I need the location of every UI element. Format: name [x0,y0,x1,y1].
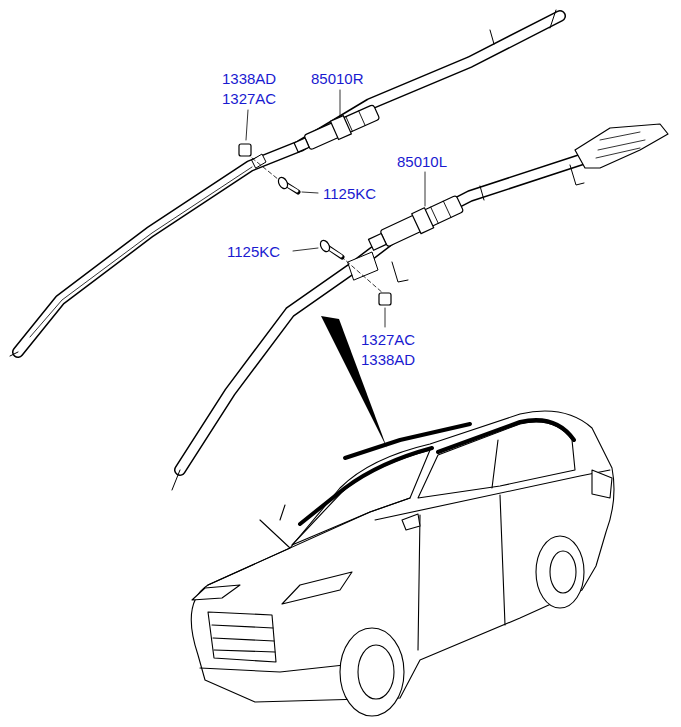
inflator-line [346,111,365,131]
airbag-seam [30,167,252,337]
window-pillar [492,440,498,488]
front-hub [358,645,394,699]
leader-line [385,308,386,327]
nut [379,293,391,305]
door-line [418,495,505,650]
rear-wheel [536,536,584,608]
curtain-location [345,424,470,458]
part-number: 1327AC [360,331,416,348]
inflator-line [431,201,451,223]
curtain-airbag-right-fill [18,16,560,352]
part-number: 85010R [310,70,365,87]
rear-light [592,470,612,498]
inflator-band [330,116,351,140]
part-number: 1338AD [360,351,416,368]
leader-line [246,110,248,140]
part-number: 1327AC [221,90,277,107]
grille-bars [212,625,275,652]
antenna [280,505,285,520]
leader-line [302,192,318,193]
mount-ribs [596,132,645,158]
headlight [192,572,352,604]
hood-line [208,498,410,585]
belt-line [375,470,610,520]
mirror [402,514,420,530]
leader-line [340,90,341,116]
part-number: 85010L [396,153,448,170]
part-number: 1338AD [221,70,277,87]
inflator-band [412,208,434,234]
inflator-body [380,195,464,247]
rear-hub [550,551,576,593]
airbag-end [10,352,180,490]
mount-piece [575,124,668,168]
curtain-location [300,448,432,524]
sedan [191,411,614,716]
inflator-right [292,103,381,157]
inflator-body [304,104,380,150]
mount-clip [480,10,584,200]
side-window [418,422,575,498]
bracket-leg [392,262,408,282]
inflator-left [366,193,464,254]
bolt-head [277,176,290,190]
inflator-cap [294,138,309,152]
inflator-cap [369,233,387,250]
grille [208,612,276,662]
front-wheel [340,628,404,716]
leader-line [293,248,318,251]
nut [239,144,251,156]
leader-line [425,172,426,206]
part-number: 1125KC [226,243,281,260]
bolt-head [319,239,332,253]
windshield [292,450,430,545]
curtain-airbag-right [18,16,560,352]
bolt [277,176,298,192]
part-number: 1125KC [322,185,377,202]
curtain-airbag-left [180,150,610,470]
bracket [252,154,266,168]
curtain-airbag-left-fill [180,150,610,470]
